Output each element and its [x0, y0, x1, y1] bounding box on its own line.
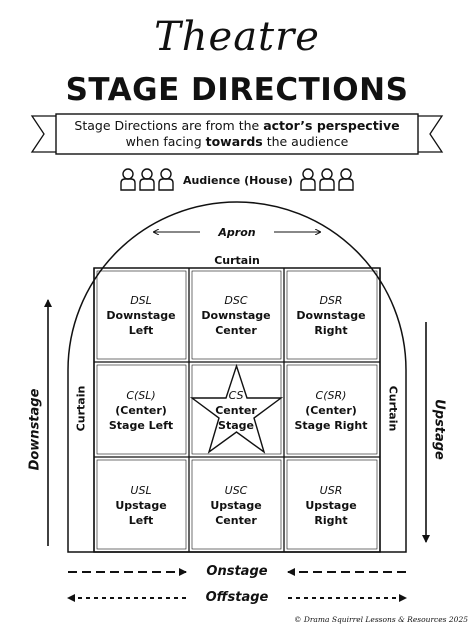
cell-abbr: USL [130, 483, 152, 497]
downstage-label: Downstage [27, 388, 43, 471]
curtain-label-right: Curtain [386, 385, 400, 432]
banner-line-2-end: the audience [262, 134, 349, 149]
page-title: STAGE DIRECTIONS [65, 72, 409, 108]
cell-abbr: CS [228, 388, 244, 402]
banner-line-2-text: when facing [125, 134, 206, 149]
banner-line-1: Stage Directions are from the actor’s pe… [60, 118, 414, 134]
cell-upstage-left: USL Upstage Left [94, 458, 188, 552]
cell-abbr: DSC [224, 293, 248, 307]
cell-label: Downstage Center [201, 308, 271, 337]
cell-label: Center Stage [215, 403, 257, 432]
stage-grid [93, 267, 381, 553]
cell-center-stage-left: C(SL) (Center) Stage Left [94, 363, 188, 457]
cell-abbr: USR [319, 483, 343, 497]
cell-upstage-right: USR Upstage Right [284, 458, 378, 552]
cell-center-stage: CS Center Stage [189, 363, 283, 457]
banner-line-1-text: Stage Directions are from the [74, 118, 264, 133]
curtain-label-left: Curtain [74, 385, 88, 432]
cell-abbr: USC [224, 483, 248, 497]
curtain-label-top: Curtain [214, 254, 260, 267]
cell-upstage-center: USC Upstage Center [189, 458, 283, 552]
upstage-label: Upstage [431, 399, 447, 460]
banner-line-2: when facing towards the audience [60, 134, 414, 150]
apron-label: Apron [218, 226, 256, 239]
cell-label: Upstage Right [305, 498, 357, 527]
banner-ribbon [30, 113, 444, 155]
title-script: Theatre [154, 14, 320, 60]
audience-icons-left [120, 168, 174, 191]
banner-line-2-bold: towards [205, 134, 263, 149]
cell-abbr: DSL [130, 293, 152, 307]
cell-label: Upstage Left [115, 498, 167, 527]
stage-outline [67, 201, 407, 553]
cell-abbr: C(SR) [315, 388, 347, 402]
cell-center-stage-right: C(SR) (Center) Stage Right [284, 363, 378, 457]
onstage-label: Onstage [206, 564, 268, 579]
cell-abbr: C(SL) [126, 388, 156, 402]
audience-label: Audience (House) [183, 174, 293, 187]
cell-downstage-left: DSL Downstage Left [94, 268, 188, 362]
cell-label: Downstage Right [296, 308, 366, 337]
cell-downstage-center: DSC Downstage Center [189, 268, 283, 362]
cell-label: Upstage Center [210, 498, 262, 527]
cell-abbr: DSR [319, 293, 343, 307]
center-star-icon [189, 363, 284, 454]
cell-label: Downstage Left [106, 308, 176, 337]
audience-icons-right [300, 168, 354, 191]
cell-label: (Center) Stage Left [108, 403, 174, 432]
copyright-credit: © Drama Squirrel Lessons & Resources 202… [293, 615, 468, 624]
cell-downstage-right: DSR Downstage Right [284, 268, 378, 362]
banner-line-1-bold: actor’s perspective [263, 118, 400, 133]
offstage-label: Offstage [205, 590, 269, 605]
cell-label: (Center) Stage Right [294, 403, 368, 432]
